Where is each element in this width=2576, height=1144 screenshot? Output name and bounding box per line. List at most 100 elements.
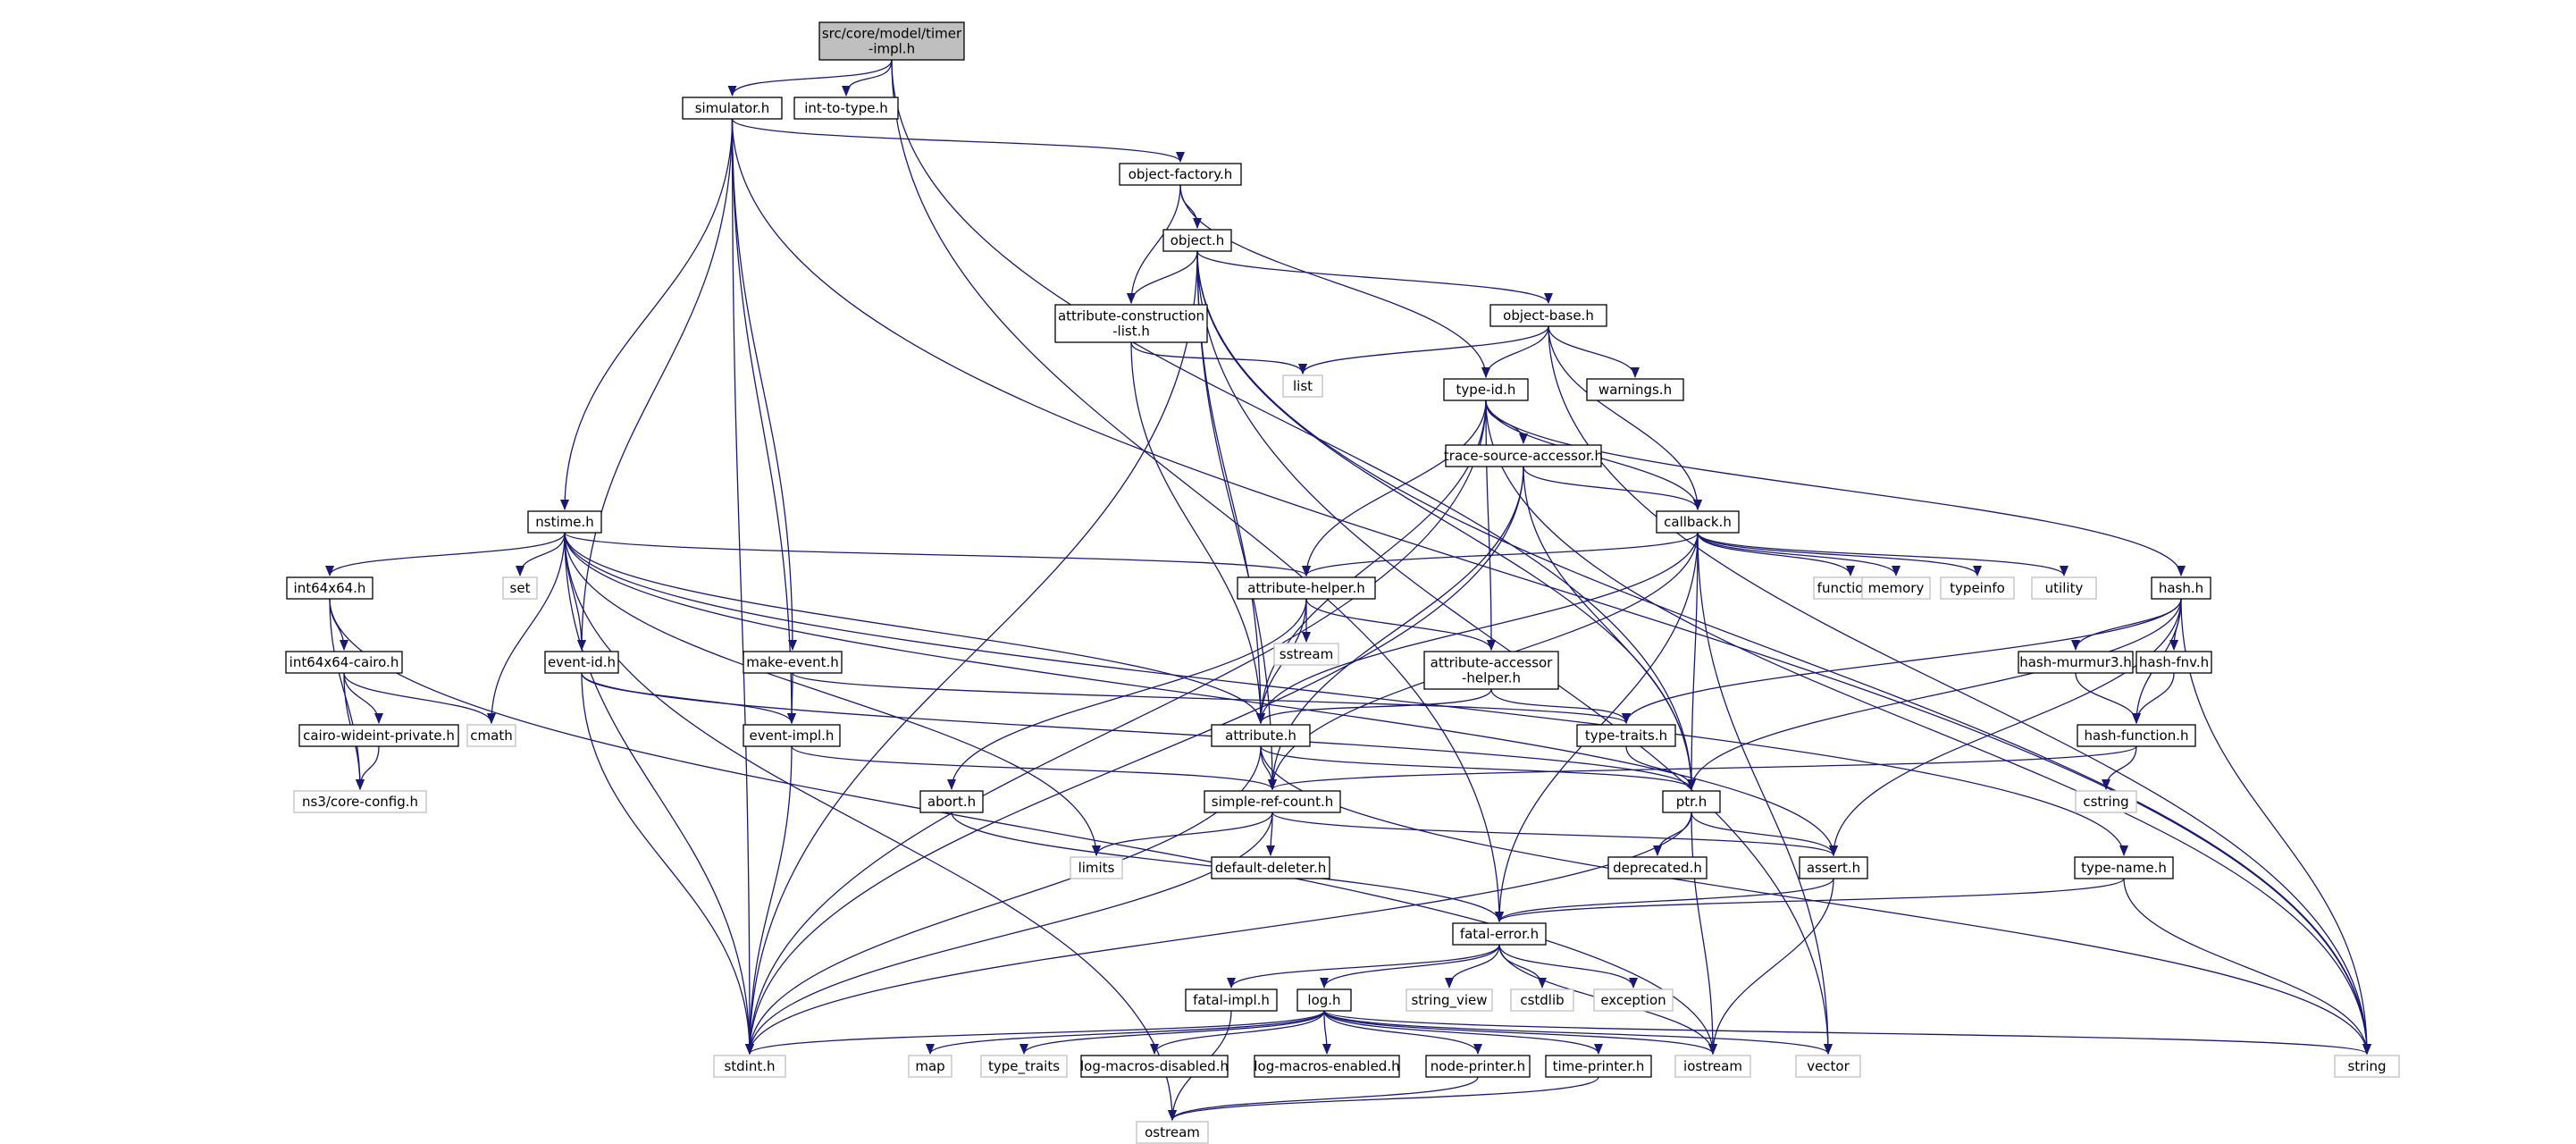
node-fatal-error[interactable]: fatal-error.h bbox=[1452, 922, 1547, 946]
edge-fatal_error-to-fatal_impl bbox=[1227, 944, 1500, 988]
edge-time_printer-to-ostream bbox=[1168, 1076, 1599, 1121]
edge-log-to-string bbox=[1323, 1010, 2371, 1055]
node-type-traits: type_traits bbox=[980, 1055, 1068, 1078]
edge-hash-to-type_traits_h bbox=[1622, 598, 2182, 724]
node-event-id[interactable]: event-id.h bbox=[544, 651, 619, 674]
node-nstime[interactable]: nstime.h bbox=[527, 510, 602, 534]
node-log[interactable]: log.h bbox=[1296, 988, 1352, 1012]
node-vector: vector bbox=[1795, 1055, 1861, 1078]
node-int64x64-cairo[interactable]: int64x64-cairo.h bbox=[285, 651, 403, 674]
edge-int64x64_cairo-to-cmath bbox=[343, 672, 496, 724]
node-default-deleter[interactable]: default-deleter.h bbox=[1211, 856, 1330, 879]
node-trace-source[interactable]: trace-source-accessor.h bbox=[1444, 444, 1603, 467]
node-deprecated[interactable]: deprecated.h bbox=[1607, 856, 1708, 879]
node-hash-function[interactable]: hash-function.h bbox=[2077, 724, 2196, 747]
node-label: assert.h bbox=[1807, 860, 1860, 876]
node-cairo-wideint[interactable]: cairo-wideint-private.h bbox=[298, 724, 459, 747]
node-label: type-traits.h bbox=[1585, 728, 1667, 744]
node-label: fatal-impl.h bbox=[1193, 992, 1270, 1008]
edge-trace_source-to-callback bbox=[1523, 466, 1702, 510]
node-object-base[interactable]: object-base.h bbox=[1489, 304, 1607, 327]
node-simulator[interactable]: simulator.h bbox=[682, 97, 783, 120]
node-fatal-impl[interactable]: fatal-impl.h bbox=[1185, 988, 1278, 1012]
node-label: type-id.h bbox=[1456, 382, 1516, 398]
node-label: object-base.h bbox=[1503, 307, 1594, 324]
edge-log-to-map bbox=[926, 1010, 1325, 1055]
edge-attr_accessor-to-attribute bbox=[1256, 688, 1492, 724]
node-int-to-type[interactable]: int-to-type.h bbox=[793, 97, 899, 120]
node-time-printer[interactable]: time-printer.h bbox=[1545, 1055, 1652, 1078]
edge-callback-to-attribute_helper bbox=[1302, 532, 1699, 576]
node-log-macros-disabled[interactable]: log-macros-disabled.h bbox=[1080, 1055, 1229, 1078]
node-attr-construction[interactable]: attribute-construction-list.h bbox=[1054, 304, 1208, 343]
node-abort[interactable]: abort.h bbox=[919, 790, 984, 813]
edge-assert-to-fatal_error bbox=[1495, 878, 1834, 922]
node-int64x64[interactable]: int64x64.h bbox=[286, 576, 373, 600]
edge-event_impl-to-stdint bbox=[745, 745, 793, 1055]
edge-simple_ref_count-to-limits bbox=[1092, 812, 1273, 856]
node-attribute[interactable]: attribute.h bbox=[1211, 724, 1311, 747]
edge-nstime-to-limits bbox=[564, 532, 1101, 856]
edge-make_event-to-event_impl bbox=[787, 672, 797, 724]
node-callback[interactable]: callback.h bbox=[1656, 510, 1740, 534]
node-hash[interactable]: hash.h bbox=[2151, 576, 2211, 600]
edge-root-to-ptr bbox=[891, 59, 1696, 790]
node-label: event-impl.h bbox=[750, 728, 835, 744]
node-make-event[interactable]: make-event.h bbox=[743, 651, 843, 674]
edge-log-to-node_printer bbox=[1323, 1010, 1482, 1055]
node-label: memory bbox=[1868, 580, 1925, 596]
node-limits: limits bbox=[1070, 856, 1123, 879]
node-root[interactable]: src/core/model/timer-impl.h bbox=[818, 21, 965, 61]
node-stdint: stdint.h bbox=[713, 1055, 786, 1078]
edge-root-to-int_to_type bbox=[842, 59, 893, 97]
node-object[interactable]: object.h bbox=[1162, 229, 1232, 252]
node-attr-accessor[interactable]: attribute-accessor-helper.h bbox=[1423, 651, 1559, 690]
edge-nstime-to-ostream bbox=[564, 532, 1177, 1121]
edge-attribute_helper-to-attr_accessor bbox=[1305, 598, 1496, 651]
node-label: vector bbox=[1807, 1058, 1850, 1074]
node-label: callback.h bbox=[1664, 514, 1732, 530]
node-ptr[interactable]: ptr.h bbox=[1662, 790, 1721, 813]
node-simple-ref-count[interactable]: simple-ref-count.h bbox=[1204, 790, 1341, 813]
node-object-factory[interactable]: object-factory.h bbox=[1119, 163, 1242, 186]
node-hash-fnv[interactable]: hash-fnv.h bbox=[2135, 651, 2212, 674]
edge-object-to-object_base bbox=[1196, 250, 1553, 304]
node-type-name[interactable]: type-name.h bbox=[2074, 856, 2174, 879]
node-label: exception bbox=[1600, 992, 1666, 1008]
edge-event_id-to-event_impl bbox=[581, 672, 796, 724]
edge-log-to-log_macros_enabled bbox=[1322, 1010, 1331, 1055]
edge-nstime-to-int64x64 bbox=[325, 532, 566, 576]
node-label: int64x64.h bbox=[294, 580, 366, 596]
edge-ptr-to-iostream bbox=[1691, 812, 1717, 1055]
node-list: list bbox=[1282, 374, 1323, 398]
node-log-macros-enabled[interactable]: log-macros-enabled.h bbox=[1254, 1055, 1400, 1078]
node-warnings[interactable]: warnings.h bbox=[1586, 378, 1684, 401]
node-event-impl[interactable]: event-impl.h bbox=[743, 724, 841, 747]
edge-log-to-log_macros_disabled bbox=[1150, 1010, 1325, 1055]
node-node-printer[interactable]: node-printer.h bbox=[1425, 1055, 1531, 1078]
edge-ptr-to-assert bbox=[1691, 812, 1838, 856]
edge-callback-to-typeinfo bbox=[1697, 532, 1982, 576]
edge-log-to-vector bbox=[1323, 1010, 1833, 1055]
edge-hash-to-string bbox=[2180, 598, 2371, 1055]
node-label: nstime.h bbox=[535, 514, 594, 530]
node-label: log-macros-enabled.h bbox=[1254, 1058, 1399, 1074]
edge-object_factory-to-type_id bbox=[1179, 184, 1490, 378]
edge-type_id-to-attribute_helper bbox=[1302, 400, 1487, 576]
node-hash-murmur3[interactable]: hash-murmur3.h bbox=[2018, 651, 2134, 674]
node-attribute-helper[interactable]: attribute-helper.h bbox=[1237, 576, 1376, 600]
edge-log-to-stdint bbox=[745, 1010, 1325, 1055]
edge-object_base-to-callback bbox=[1548, 325, 1702, 510]
edge-nstime-to-attribute_helper bbox=[564, 532, 1311, 576]
edge-simulator-to-make_event bbox=[731, 118, 797, 651]
node-label: list bbox=[1293, 378, 1313, 394]
node-label: node-printer.h bbox=[1431, 1058, 1525, 1074]
edge-attr_accessor-to-type_traits_h bbox=[1490, 688, 1631, 724]
edge-type_name-to-fatal_error bbox=[1495, 878, 2125, 922]
node-type-traits-h[interactable]: type-traits.h bbox=[1576, 724, 1676, 747]
node-type-id[interactable]: type-id.h bbox=[1443, 378, 1529, 401]
node-assert[interactable]: assert.h bbox=[1799, 856, 1868, 879]
edge-object_base-to-list bbox=[1298, 325, 1549, 374]
node-label: map bbox=[915, 1058, 944, 1074]
